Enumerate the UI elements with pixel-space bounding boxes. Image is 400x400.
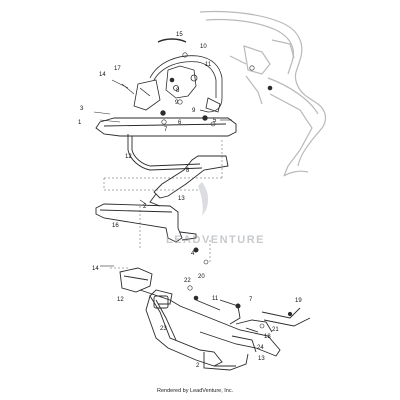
callout-11b: 11 [212, 296, 219, 302]
leadventure-logo-icon [198, 182, 209, 216]
leader-lines [103, 140, 223, 269]
watermark-text: LEADVENTURE [166, 234, 265, 246]
callout-21: 21 [272, 327, 279, 333]
callout-9b: 9 [192, 108, 196, 114]
callout-11: 11 [205, 62, 212, 68]
callout-17: 17 [114, 66, 121, 72]
callout-7b: 7 [249, 297, 253, 303]
callout-6: 6 [178, 120, 182, 126]
footer-credit: Rendered by LeadVenture, Inc. [157, 388, 234, 394]
callout-12b: 12 [117, 297, 124, 303]
callout-12: 12 [125, 154, 132, 160]
support-rail-upper [95, 117, 237, 207]
callout-2: 2 [143, 204, 147, 210]
callout-18: 18 [264, 334, 271, 340]
callout-labels: 15 10 11 14 17 8 9 3 1 7 6 9 5 12 8 13 2… [78, 32, 302, 369]
callout-15: 15 [176, 32, 183, 38]
watermark: LEADVENTURE [166, 182, 265, 246]
callout-19: 19 [295, 298, 302, 304]
callout-3: 3 [80, 106, 84, 112]
frame-silhouette [199, 10, 327, 177]
callout-14b: 14 [92, 266, 99, 272]
callout-13b: 13 [258, 356, 265, 362]
callout-24: 24 [257, 345, 264, 351]
hardware-lower [100, 199, 293, 329]
lower-bracket-assembly [119, 267, 311, 371]
support-rail-lower [95, 203, 197, 243]
rear-fender-assembly [133, 38, 223, 113]
callout-2b: 2 [196, 363, 200, 369]
callout-13: 13 [178, 196, 185, 202]
callout-4: 4 [191, 251, 195, 257]
callout-16: 16 [112, 223, 119, 229]
callout-9: 9 [175, 100, 179, 106]
callout-14: 14 [99, 72, 106, 78]
callout-23: 23 [160, 326, 167, 332]
callout-1: 1 [78, 120, 82, 126]
callout-20: 20 [198, 274, 205, 280]
callout-8b: 8 [186, 168, 190, 174]
callout-22: 22 [184, 278, 191, 284]
callout-5: 5 [213, 118, 217, 124]
callout-10: 10 [200, 44, 207, 50]
callout-7: 7 [164, 127, 168, 133]
callout-8: 8 [176, 88, 180, 94]
